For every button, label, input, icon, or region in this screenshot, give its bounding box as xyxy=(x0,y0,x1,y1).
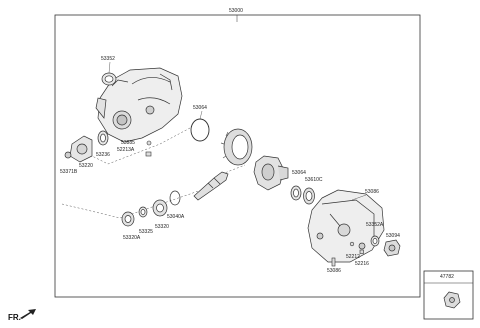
label-53320: 53320 xyxy=(155,224,169,230)
oring-53064-top xyxy=(190,118,210,142)
assembly-frame xyxy=(54,14,421,298)
plug-53094 xyxy=(383,239,401,257)
label-53064-top: 53064 xyxy=(193,105,207,111)
cover-housing xyxy=(307,189,385,263)
label-53325: 53325 xyxy=(139,229,153,235)
label-53236: 53236 xyxy=(96,152,110,158)
label-53320A: 53320A xyxy=(123,235,141,241)
label-47782: 47782 xyxy=(440,274,454,280)
part-box-47782 xyxy=(423,270,474,320)
label-53086: 53086 xyxy=(365,189,379,195)
leader-53352 xyxy=(108,61,111,74)
label-52216: 52216 xyxy=(355,261,369,267)
label-53000: 53000 xyxy=(229,8,243,14)
pinion-shaft xyxy=(193,171,229,201)
label-53220: 53220 xyxy=(79,163,93,169)
ring-gear xyxy=(220,128,253,166)
label-53610C: 53610C xyxy=(305,177,323,183)
label-53086-bottom: 53086 xyxy=(327,268,341,274)
leader-53064-top xyxy=(199,110,203,120)
carrier-housing xyxy=(95,67,183,143)
fasteners-53885 xyxy=(145,140,152,157)
bearings-right xyxy=(290,185,315,205)
label-52213A: 52213A xyxy=(117,147,135,153)
differential-case xyxy=(253,155,289,191)
breather-plug-47782 xyxy=(443,291,461,309)
seal-53352 xyxy=(101,72,117,86)
label-53885: 53885 xyxy=(121,140,135,146)
flange-group xyxy=(64,130,109,163)
seal-53352A xyxy=(370,235,380,247)
label-53094: 53094 xyxy=(386,233,400,239)
small-fasteners-bottom xyxy=(331,241,364,267)
forward-arrow-icon xyxy=(20,309,36,319)
leader-53086 xyxy=(351,194,367,201)
lower-bearings xyxy=(121,190,181,227)
label-52212: 52212 xyxy=(346,254,360,260)
label-53352: 53352 xyxy=(101,56,115,62)
label-53352A: 53352A xyxy=(366,222,384,228)
direction-marker: FR. xyxy=(8,313,21,322)
label-53371B: 53371B xyxy=(60,169,78,175)
label-53064-mid: 53064 xyxy=(292,170,306,176)
label-53040A: 53040A xyxy=(167,214,185,220)
